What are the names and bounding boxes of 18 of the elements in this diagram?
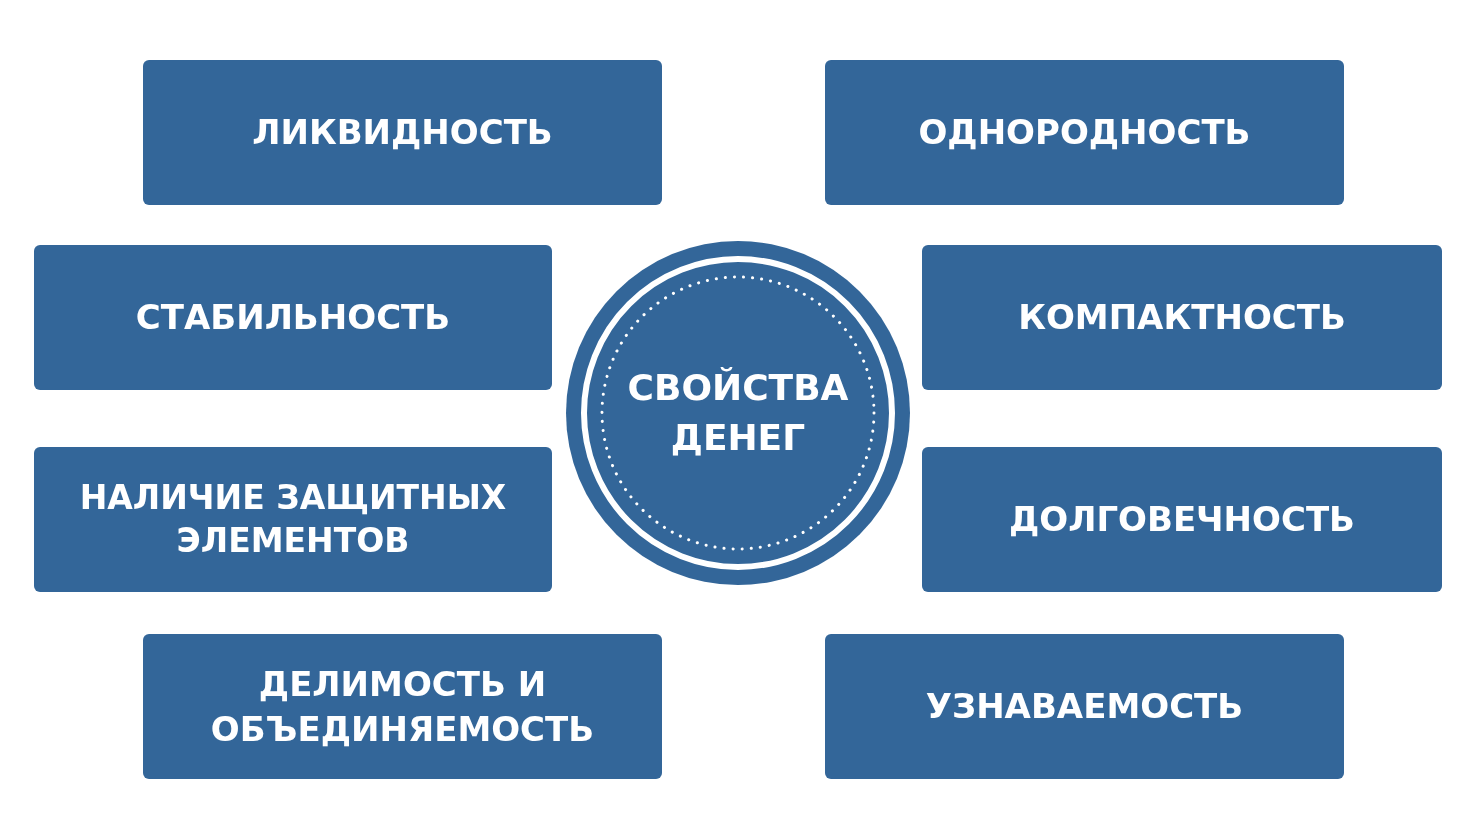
property-label: НАЛИЧИЕ ЗАЩИТНЫХ ЭЛЕМЕНТОВ (78, 476, 508, 562)
center-circle (565, 240, 911, 586)
property-box (34, 245, 552, 390)
property-label: ДЕЛИМОСТЬ И ОБЪЕДИНЯЕМОСТЬ (209, 663, 596, 751)
property-label: ОДНОРОДНОСТЬ (918, 111, 1251, 155)
property-box (34, 447, 552, 592)
property-label: ЛИКВИДНОСТЬ (252, 111, 553, 155)
property-box (922, 447, 1442, 592)
circle-title: СВОЙСТВА ДЕНЕГ (626, 365, 850, 460)
property-label: СТАБИЛЬНОСТЬ (135, 296, 451, 340)
property-box (143, 60, 662, 205)
property-label: ДОЛГОВЕЧНОСТЬ (1009, 498, 1355, 542)
property-box (825, 634, 1344, 779)
property-box (922, 245, 1442, 390)
property-box (143, 634, 662, 779)
property-box (825, 60, 1344, 205)
property-label: КОМПАКТНОСТЬ (1018, 296, 1346, 340)
property-label: УЗНАВАЕМОСТЬ (925, 685, 1244, 729)
